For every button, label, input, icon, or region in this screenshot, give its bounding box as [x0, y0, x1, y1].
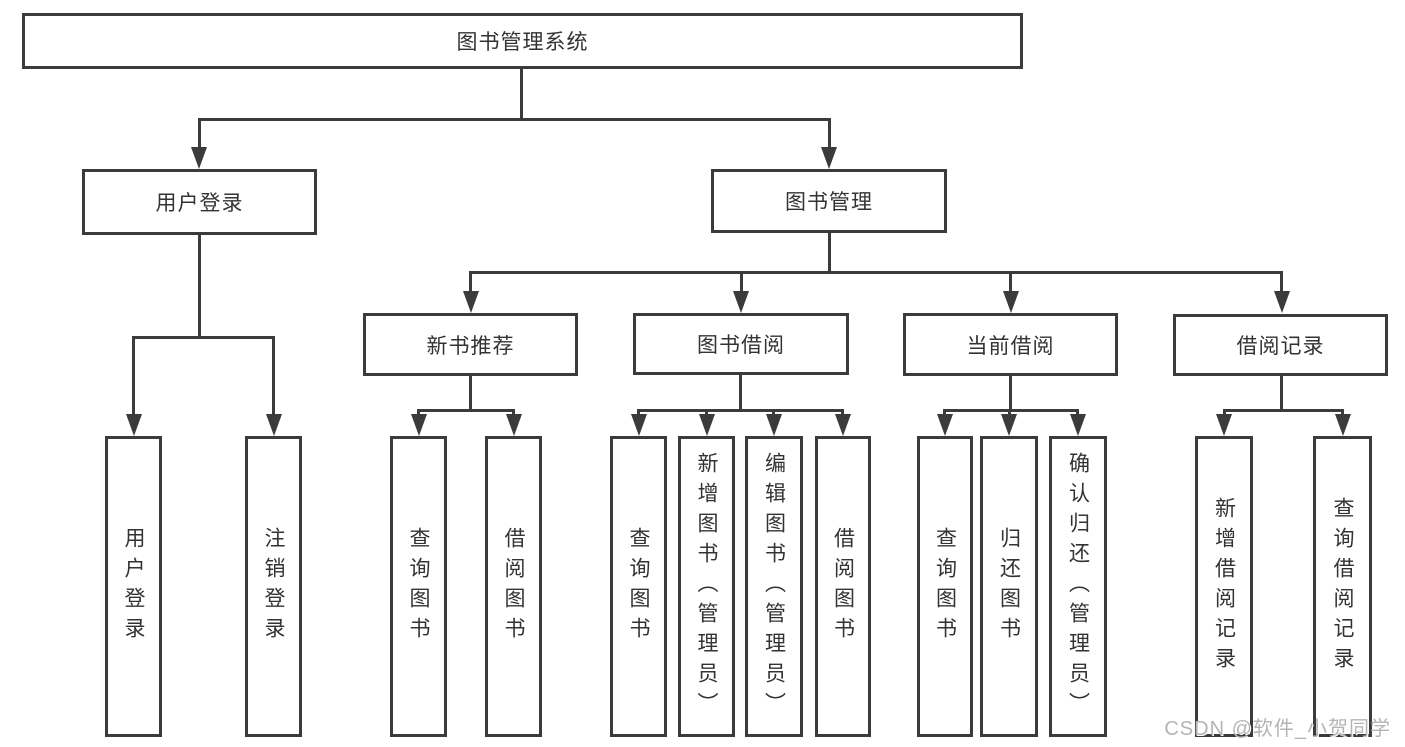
node-book-management-label: 图书管理: [785, 191, 873, 214]
leaf-logout-login: 注销登录: [245, 436, 302, 737]
leaf-borrow-books-1: 借阅图书: [485, 436, 542, 737]
leaf-logout-login-label: 注销登录: [262, 526, 285, 647]
leaf-query-books-2-label: 查询图书: [627, 526, 650, 647]
edge-book-borrow-stem: [739, 375, 742, 409]
leaf-edit-book-admin-label: 编辑图书（管理员）: [762, 451, 786, 722]
edge-root-bus: [198, 118, 831, 121]
edge-book-management-bus: [469, 271, 1282, 274]
leaf-add-borrow-record-label: 新增借阅记录: [1212, 496, 1236, 677]
leaf-confirm-return-admin-label: 确认归还（管理员）: [1066, 451, 1090, 722]
arrow-to-current-borrow-icon: [1003, 291, 1019, 313]
leaf-query-books-1: 查询图书: [390, 436, 447, 737]
leaf-add-book-admin: 新增图书（管理员）: [678, 436, 735, 737]
edge-to-query-books-1-shaft: [417, 409, 420, 416]
node-current-borrow: 当前借阅: [903, 313, 1118, 376]
edge-to-query-books-2-shaft: [637, 409, 640, 416]
leaf-query-borrow-record: 查询借阅记录: [1313, 436, 1372, 737]
edge-to-user-login-shaft: [198, 118, 201, 148]
leaf-borrow-books-2-label: 借阅图书: [831, 526, 855, 647]
edge-borrow-records-bus: [1223, 409, 1343, 412]
arrow-to-add-record-icon: [1216, 414, 1232, 436]
edge-user-login-bus: [132, 336, 274, 339]
node-book-borrow: 图书借阅: [633, 313, 849, 375]
edge-current-borrow-stem: [1009, 376, 1012, 409]
edge-to-new-book-shaft: [469, 271, 472, 293]
edge-root-stem: [520, 69, 523, 118]
node-current-borrow-label: 当前借阅: [966, 334, 1055, 358]
edge-new-book-bus: [417, 409, 514, 412]
leaf-query-books-3: 查询图书: [917, 436, 973, 737]
leaf-add-borrow-record: 新增借阅记录: [1195, 436, 1253, 737]
leaf-add-book-admin-label: 新增图书（管理员）: [695, 451, 718, 722]
node-root: 图书管理系统: [22, 13, 1023, 69]
arrow-to-borrow-books-2-icon: [835, 414, 851, 436]
arrow-to-book-borrow-icon: [733, 291, 749, 313]
arrow-to-query-books-1-icon: [411, 414, 427, 436]
leaf-query-books-1-label: 查询图书: [407, 526, 430, 647]
node-book-borrow-label: 图书借阅: [697, 334, 785, 357]
edge-to-edit-book-shaft: [772, 409, 775, 416]
edge-to-current-borrow-shaft: [1009, 271, 1012, 293]
edge-new-book-stem: [469, 376, 472, 409]
leaf-query-borrow-record-label: 查询借阅记录: [1331, 496, 1354, 677]
edge-to-book-management-shaft: [828, 118, 831, 148]
node-book-management: 图书管理: [711, 169, 947, 233]
csdn-watermark: CSDN @软件_小贺同学: [1164, 718, 1391, 740]
node-borrow-records: 借阅记录: [1173, 314, 1388, 376]
leaf-borrow-books-1-label: 借阅图书: [502, 526, 525, 647]
edge-to-add-book-shaft: [705, 409, 708, 416]
node-new-book-recommend: 新书推荐: [363, 313, 578, 376]
edge-book-management-stem: [828, 233, 831, 271]
arrow-to-book-management-icon: [821, 147, 837, 169]
edge-to-book-borrow-shaft: [740, 271, 743, 293]
leaf-query-books-3-label: 查询图书: [933, 526, 957, 647]
arrow-to-add-book-icon: [699, 414, 715, 436]
leaf-return-book: 归还图书: [980, 436, 1038, 737]
edge-to-leaf-logout-shaft: [272, 336, 275, 414]
edge-to-return-book-shaft: [1008, 409, 1011, 416]
edge-to-borrow-books-1-shaft: [512, 409, 515, 416]
edge-to-borrow-books-2-shaft: [841, 409, 844, 416]
arrow-to-user-login-icon: [191, 147, 207, 169]
arrow-to-query-record-icon: [1335, 414, 1351, 436]
edge-to-borrow-records-shaft: [1280, 271, 1283, 293]
leaf-confirm-return-admin: 确认归还（管理员）: [1049, 436, 1107, 737]
node-new-book-recommend-label: 新书推荐: [426, 334, 515, 358]
arrow-to-borrow-records-icon: [1274, 291, 1290, 313]
leaf-query-books-2: 查询图书: [610, 436, 667, 737]
arrow-to-query-books-3-icon: [937, 414, 953, 436]
leaf-user-login: 用户登录: [105, 436, 162, 737]
arrow-to-edit-book-icon: [766, 414, 782, 436]
node-user-login-label: 用户登录: [155, 192, 244, 215]
leaf-borrow-books-2: 借阅图书: [815, 436, 871, 737]
node-root-label: 图书管理系统: [456, 31, 589, 54]
leaf-user-login-label: 用户登录: [122, 526, 145, 647]
edge-book-borrow-bus: [637, 409, 844, 412]
edge-to-query-record-shaft: [1341, 409, 1344, 416]
leaf-return-book-label: 归还图书: [997, 526, 1021, 647]
edge-to-query-books-3-shaft: [943, 409, 946, 416]
arrow-to-confirm-return-icon: [1070, 414, 1086, 436]
arrow-to-borrow-books-1-icon: [506, 414, 522, 436]
arrow-to-leaf-logout-icon: [266, 414, 282, 436]
arrow-to-new-book-icon: [463, 291, 479, 313]
edge-to-add-record-shaft: [1223, 409, 1226, 416]
edge-user-login-stem: [198, 235, 201, 336]
arrow-to-leaf-user-login-icon: [126, 414, 142, 436]
leaf-edit-book-admin: 编辑图书（管理员）: [745, 436, 803, 737]
arrow-to-return-book-icon: [1001, 414, 1017, 436]
edge-to-confirm-return-shaft: [1076, 409, 1079, 416]
edge-borrow-records-stem: [1280, 376, 1283, 409]
node-borrow-records-label: 借阅记录: [1236, 335, 1325, 358]
edge-to-leaf-user-login-shaft: [132, 336, 135, 414]
arrow-to-query-books-2-icon: [631, 414, 647, 436]
node-user-login: 用户登录: [82, 169, 317, 235]
